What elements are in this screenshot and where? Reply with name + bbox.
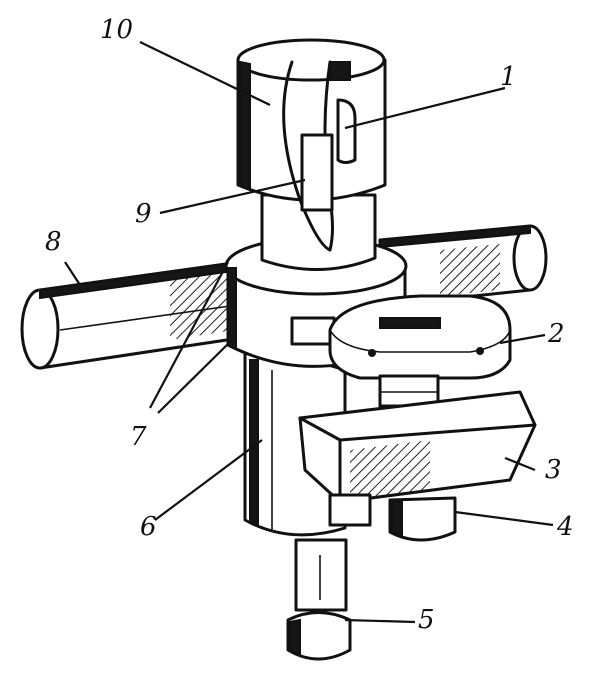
- leader-7b: [157, 339, 233, 414]
- leader-4: [454, 510, 554, 527]
- leader-10: [139, 41, 271, 106]
- label-1: 1: [500, 62, 517, 92]
- label-8: 8: [45, 227, 62, 257]
- label-6: 6: [140, 512, 157, 542]
- leader-7a: [149, 261, 229, 409]
- jaw-block: [298, 390, 537, 504]
- label-5: 5: [418, 605, 435, 635]
- label-10: 10: [100, 15, 133, 45]
- clamp-body: [243, 338, 347, 537]
- label-7: 7: [130, 422, 147, 452]
- label-9: 9: [135, 199, 152, 229]
- leader-lines: [64, 41, 554, 624]
- top-cap: [236, 38, 387, 272]
- label-3: 3: [545, 455, 562, 485]
- leader-5: [344, 618, 416, 624]
- label-4: 4: [556, 512, 574, 542]
- pipe: [20, 224, 548, 370]
- lever-plate: [328, 294, 512, 380]
- labels: 10 1 9 8 2 7 6 3 4 5: [45, 15, 574, 635]
- label-2: 2: [547, 319, 565, 349]
- leader-3: [504, 456, 536, 472]
- side-nut: [328, 493, 457, 542]
- leader-2: [499, 333, 546, 345]
- bottom-bolt: [286, 538, 352, 661]
- leader-9: [159, 178, 306, 215]
- leader-6: [154, 439, 263, 521]
- leader-8: [64, 261, 81, 286]
- leader-1: [344, 86, 506, 130]
